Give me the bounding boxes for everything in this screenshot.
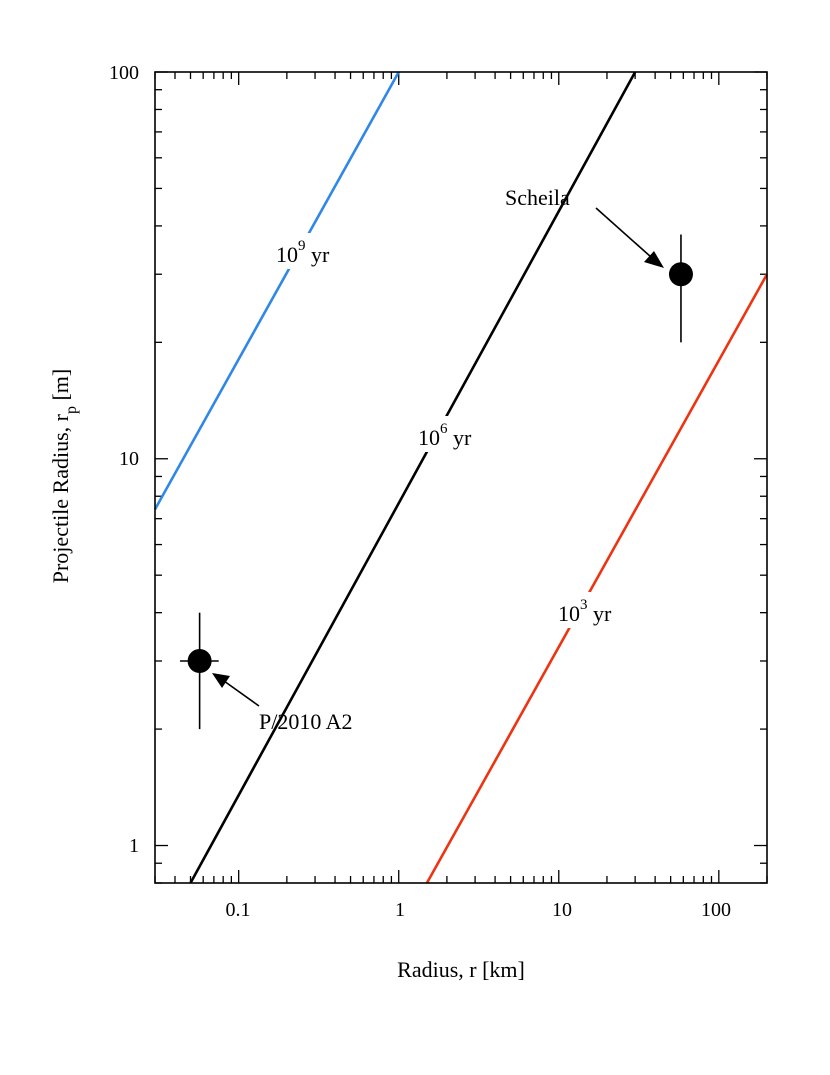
points-layer xyxy=(180,234,693,730)
series-line-1e3-yr xyxy=(425,273,769,884)
point-p2010a2-marker xyxy=(187,648,212,673)
point-p2010a2-group xyxy=(180,612,219,730)
y-axis-label: Projectile Radius, rp [m] xyxy=(48,369,80,584)
series-layer xyxy=(153,71,769,884)
series-line-1e9-yr xyxy=(153,71,400,510)
series-line-1e6-yr xyxy=(189,71,637,884)
x-tick-label-100: 100 xyxy=(701,899,731,921)
y-axis-label-subscript: p xyxy=(63,406,80,414)
y-axis-label-main: Projectile Radius, r xyxy=(48,413,73,583)
series-label-1e3-yr: 103 yr xyxy=(558,597,612,626)
x-tick-label-1: 1 xyxy=(395,899,405,921)
point-label-p2010a2: P/2010 A2 xyxy=(259,709,353,734)
y-tick-label-100: 100 xyxy=(109,62,139,84)
series-label-bg-1e6 xyxy=(413,416,491,452)
point-scheila-marker xyxy=(668,262,693,287)
point-scheila-group xyxy=(668,234,693,343)
point-label-scheila: Scheila xyxy=(505,185,570,210)
series-label-bg-1e9 xyxy=(270,233,348,269)
series-label-bg-1e3 xyxy=(553,592,631,628)
plot-frame xyxy=(154,71,768,884)
y-axis-label-unit: [m] xyxy=(48,369,73,406)
x-axis-label: Radius, r [km] xyxy=(397,957,525,982)
arrow-scheila xyxy=(595,207,664,268)
major-ticks xyxy=(155,71,767,883)
minor-ticks xyxy=(154,72,768,884)
series-label-1e9-yr: 109 yr xyxy=(276,238,330,267)
y-tick-label-1: 1 xyxy=(129,835,139,857)
x-tick-label-10: 10 xyxy=(552,899,572,921)
arrow-p2010a2 xyxy=(212,673,260,707)
series-label-1e6-yr: 106 yr xyxy=(418,421,472,450)
x-tick-label-0.1: 0.1 xyxy=(226,899,251,921)
y-tick-label-10: 10 xyxy=(119,448,139,470)
